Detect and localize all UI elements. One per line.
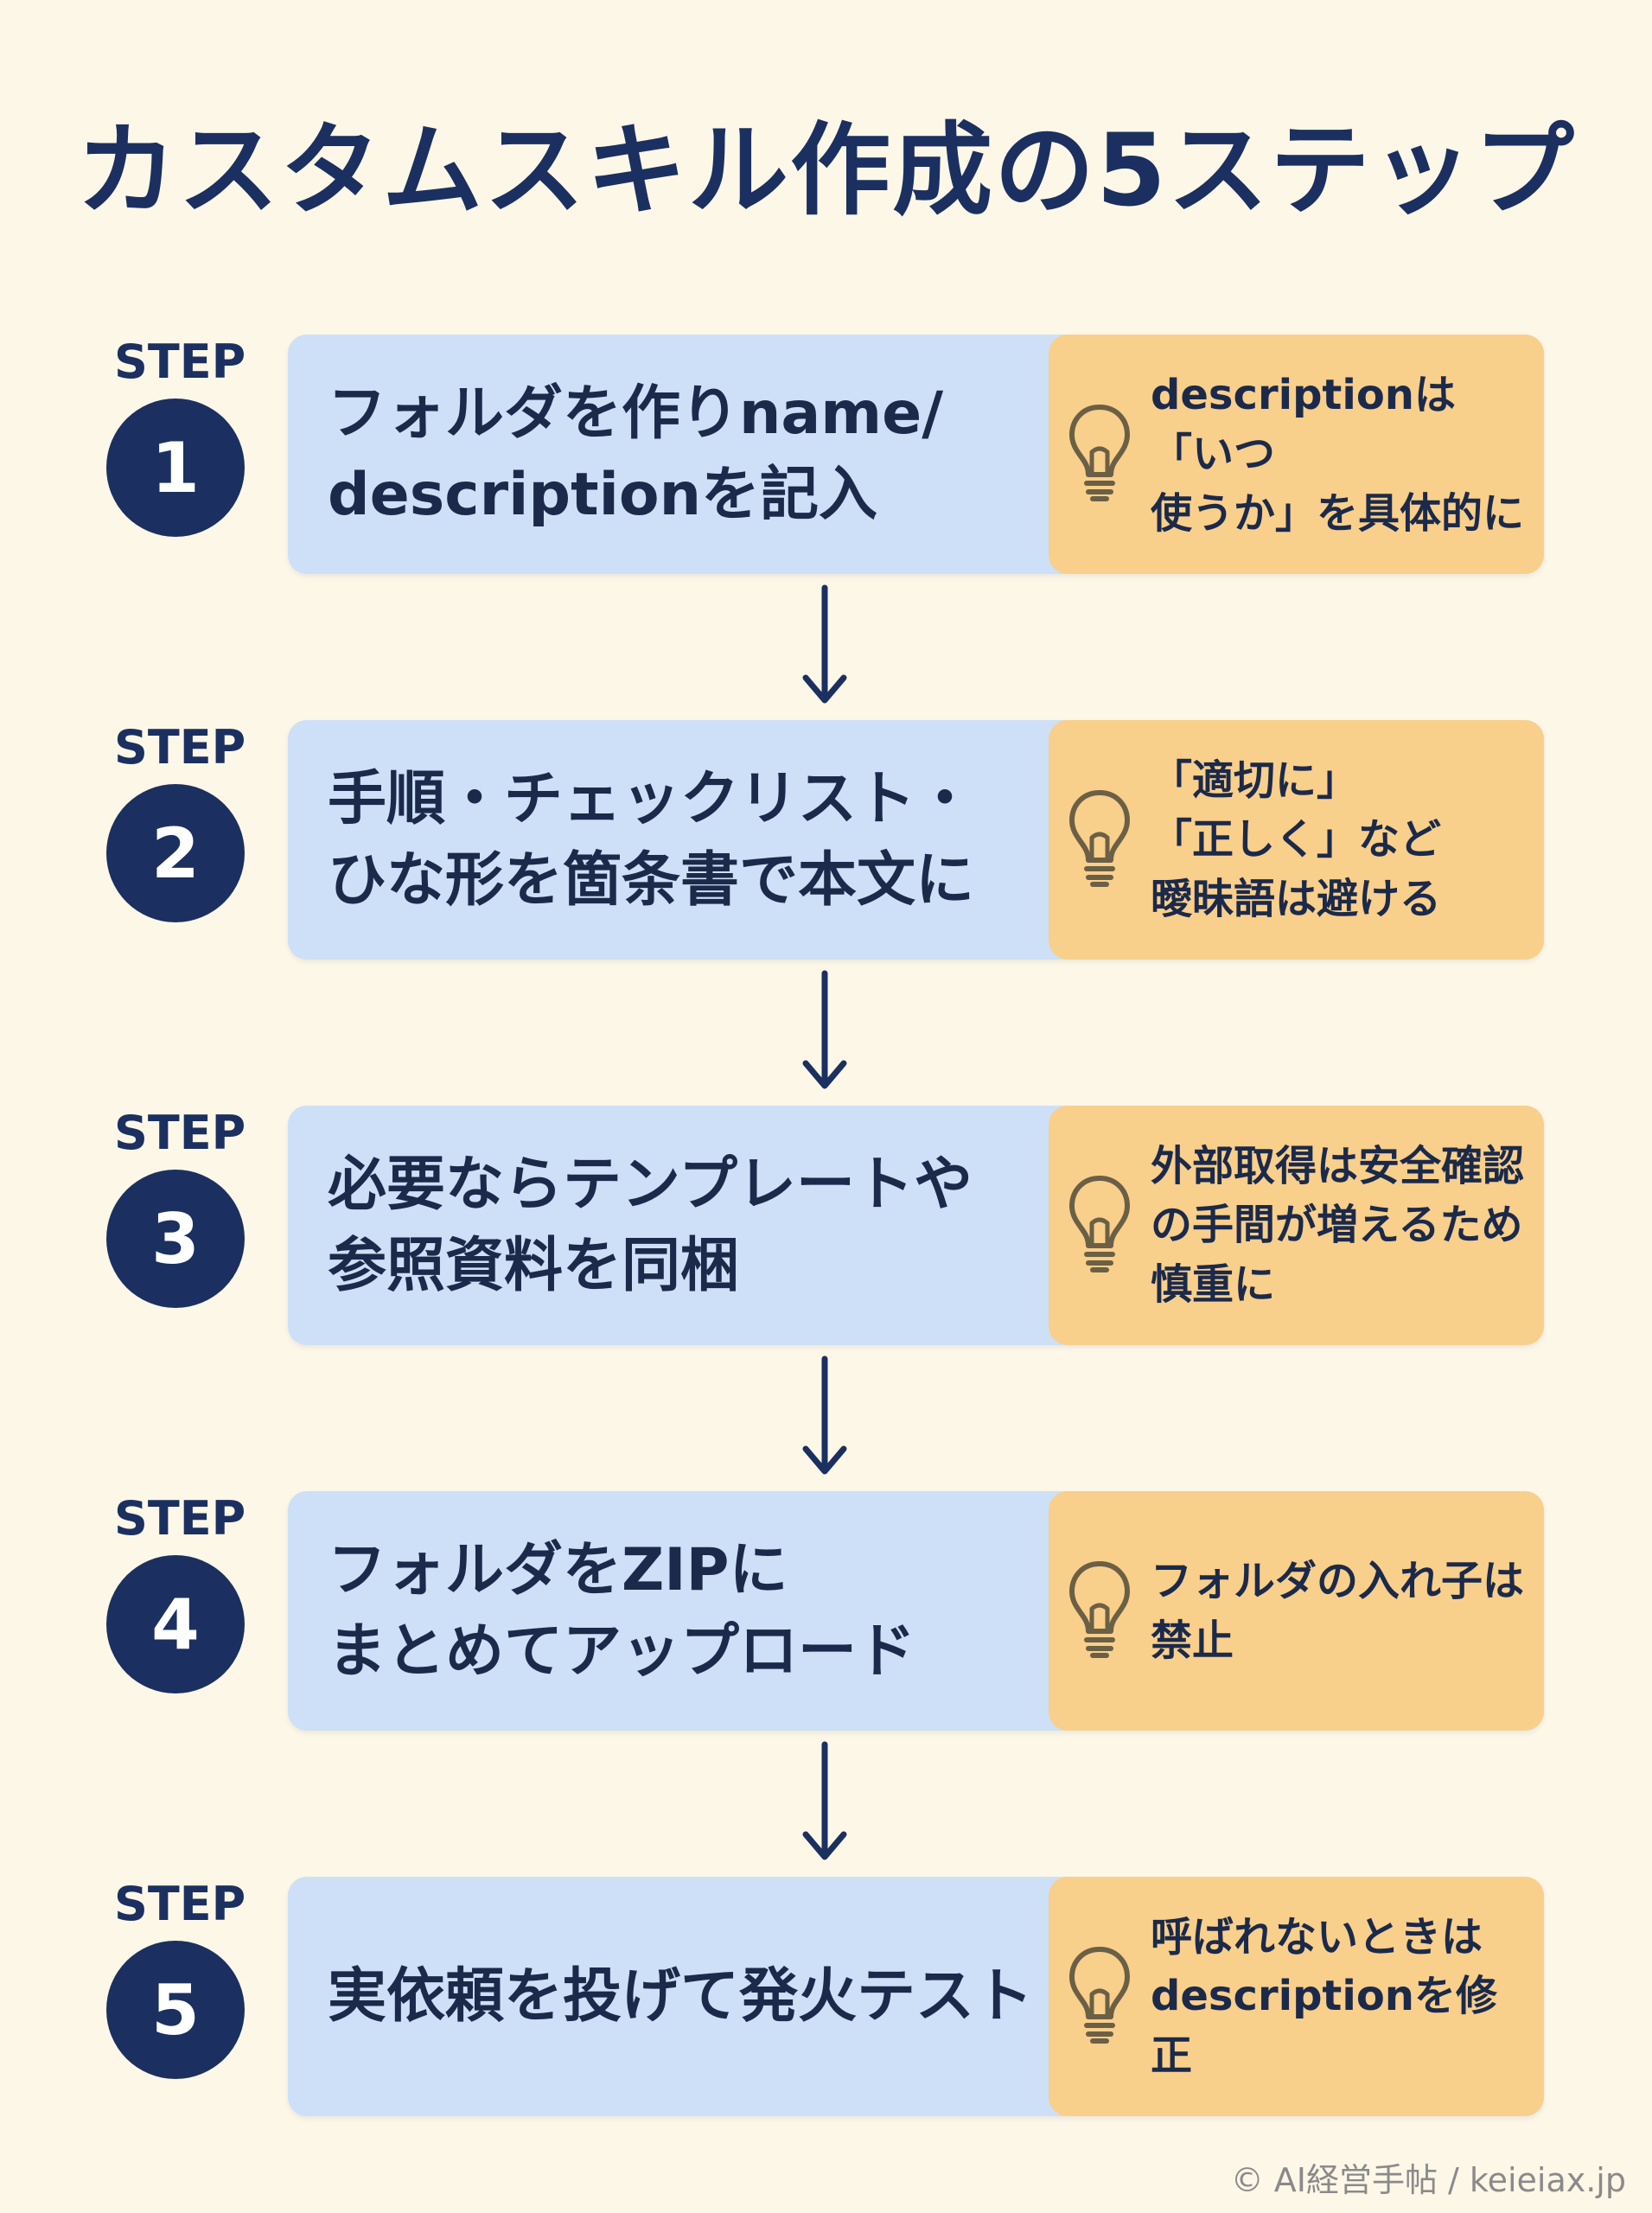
down-arrow-icon [802,1355,847,1475]
tip-text: descriptionは「いつ 使うか」を具体的に [1151,371,1525,538]
step-text: 実依頼を投げて発火テスト [328,1961,1034,2031]
step-number-badge: 3 [106,1170,245,1308]
step-number-badge: 1 [106,399,245,537]
tip-text: 外部取得は安全確認 の手間が増えるため 慎重に [1151,1142,1525,1309]
down-arrow-icon [802,584,847,704]
step-2: STEP 2 手順・チェックリスト・ ひな形を箇条書で本文に 「適切に」 「正し… [0,720,1652,960]
step-text: フォルダをZIPに まとめてアップロード [328,1535,916,1686]
step-text: 手順・チェックリスト・ ひな形を箇条書で本文に [328,764,975,915]
step-card: フォルダをZIPに まとめてアップロード フォルダの入れ子は 禁止 [288,1491,1544,1731]
tip-text: 呼ばれないときは descriptionを修正 [1151,1913,1497,2080]
step-text: フォルダを作りname/ descriptionを記入 [328,379,944,529]
tip-box: 呼ばれないときは descriptionを修正 [1049,1877,1544,2116]
step-number-badge: 5 [106,1941,245,2079]
step-label: STEP [114,720,246,775]
tip-text: フォルダの入れ子は 禁止 [1151,1557,1525,1665]
down-arrow-icon [802,1741,847,1860]
step-number-badge: 4 [106,1555,245,1693]
step-card: 実依頼を投げて発火テスト 呼ばれないときは descriptionを修正 [288,1877,1544,2116]
step-card: フォルダを作りname/ descriptionを記入 descriptionは… [288,335,1544,574]
step-label: STEP [114,1491,246,1546]
lightbulb-icon [1069,1561,1130,1658]
lightbulb-icon [1069,790,1130,887]
step-text: 必要ならテンプレートや 参照資料を同梱 [328,1150,973,1300]
tip-text: 「適切に」 「正しく」など 曖昧語は避ける [1151,756,1442,923]
copyright-footer: © AI経営手帖 / keieiax.jp [1230,2161,1626,2199]
step-1: STEP 1 フォルダを作りname/ descriptionを記入 descr… [0,335,1652,574]
lightbulb-icon [1069,1947,1130,2044]
step-card: 必要ならテンプレートや 参照資料を同梱 外部取得は安全確認 の手間が増えるため … [288,1106,1544,1345]
lightbulb-icon [1069,405,1130,501]
step-label: STEP [114,335,246,389]
down-arrow-icon [802,970,847,1089]
tip-box: 「適切に」 「正しく」など 曖昧語は避ける [1049,720,1544,960]
step-3: STEP 3 必要ならテンプレートや 参照資料を同梱 外部取得は安全確認 の手間… [0,1106,1652,1345]
page-title: カスタムスキル作成の5ステップ [76,112,1576,229]
step-card: 手順・チェックリスト・ ひな形を箇条書で本文に 「適切に」 「正しく」など 曖昧… [288,720,1544,960]
tip-box: 外部取得は安全確認 の手間が増えるため 慎重に [1049,1106,1544,1345]
step-5: STEP 5 実依頼を投げて発火テスト 呼ばれないときは description… [0,1877,1652,2116]
step-4: STEP 4 フォルダをZIPに まとめてアップロード フォルダの入れ子は 禁止 [0,1491,1652,1731]
lightbulb-icon [1069,1176,1130,1272]
tip-box: descriptionは「いつ 使うか」を具体的に [1049,335,1544,574]
tip-box: フォルダの入れ子は 禁止 [1049,1491,1544,1731]
step-label: STEP [114,1106,246,1160]
step-number-badge: 2 [106,784,245,922]
step-label: STEP [114,1877,246,1931]
